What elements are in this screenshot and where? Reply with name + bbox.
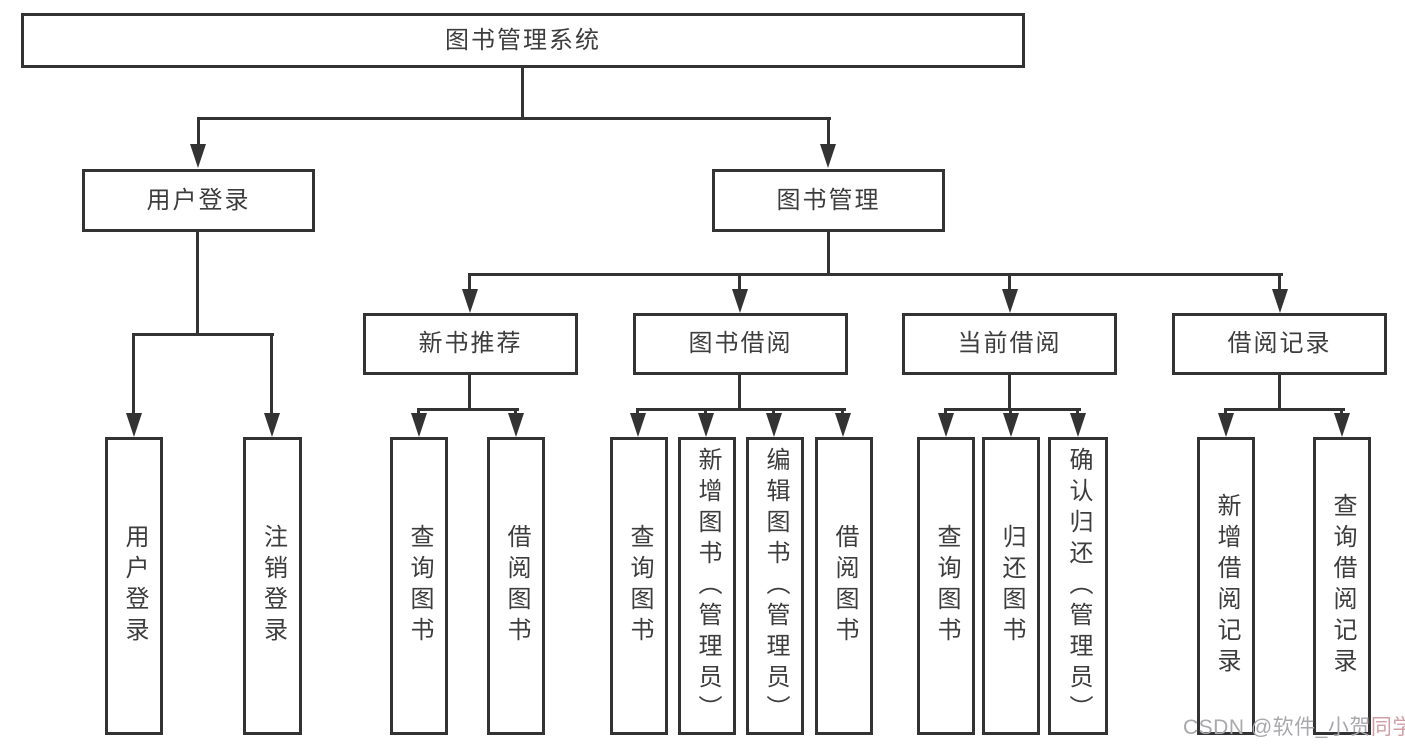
node-label: 注销登录 <box>259 524 287 648</box>
connector-line <box>704 408 707 417</box>
arrow-down-icon <box>126 413 142 437</box>
connector-line <box>1008 375 1011 411</box>
connector-line <box>468 273 1283 276</box>
node-add-borrow-record: 新增借阅记录 <box>1197 437 1255 735</box>
node-label: 编辑图书（管理员） <box>762 446 789 726</box>
connector-line <box>636 408 639 417</box>
arrow-down-icon <box>766 413 782 437</box>
node-borrow-books: 借阅图书 <box>815 437 873 735</box>
connector-line <box>1340 408 1343 417</box>
node-query-borrow-record: 查询借阅记录 <box>1313 437 1371 735</box>
node-return-books: 归还图书 <box>982 437 1040 735</box>
node-query-books-current: 查询图书 <box>917 437 975 735</box>
arrow-down-icon <box>1002 289 1018 313</box>
arrow-down-icon <box>820 144 836 168</box>
connector-line <box>1224 408 1345 411</box>
arrow-down-icon <box>630 413 646 437</box>
connector-line <box>1076 408 1079 417</box>
connector-line <box>827 231 830 276</box>
connector-line <box>1278 273 1281 290</box>
node-label: 借阅记录 <box>1227 330 1332 357</box>
arrow-down-icon <box>698 413 714 437</box>
node-label: 新增图书（管理员） <box>694 446 721 726</box>
arrow-down-icon <box>462 289 478 313</box>
connector-line <box>196 231 199 335</box>
watermark: CSDN @软件_小贺同学 <box>1183 715 1405 740</box>
arrow-down-icon <box>1334 413 1350 437</box>
arrow-down-icon <box>1070 413 1086 437</box>
node-label: 当前借阅 <box>957 330 1062 357</box>
node-label: 新增借阅记录 <box>1213 493 1240 679</box>
connector-line <box>270 333 273 415</box>
node-add-books-admin: 新增图书（管理员） <box>678 437 736 735</box>
node-current-borrow: 当前借阅 <box>902 313 1117 375</box>
connector-line <box>521 68 524 120</box>
connector-line <box>197 117 200 146</box>
node-book-borrow: 图书借阅 <box>633 313 848 375</box>
node-borrow-books-recommend: 借阅图书 <box>487 437 545 735</box>
node-label: 新书推荐 <box>418 330 523 357</box>
connector-line <box>468 375 471 411</box>
connector-line <box>1224 408 1227 417</box>
connector-line <box>132 333 274 336</box>
node-label: 查询图书 <box>626 524 653 648</box>
node-library-system: 图书管理系统 <box>21 13 1025 68</box>
connector-line <box>841 408 844 417</box>
arrow-down-icon <box>264 413 280 437</box>
node-logout: 注销登录 <box>243 437 302 735</box>
node-label: 图书借阅 <box>688 330 793 357</box>
node-label: 借阅图书 <box>503 524 530 648</box>
arrow-down-icon <box>1272 289 1288 313</box>
node-label: 图书管理系统 <box>445 26 601 54</box>
arrow-down-icon <box>1218 413 1234 437</box>
node-book-management: 图书管理 <box>712 169 945 232</box>
node-label: 用户登录 <box>146 186 251 214</box>
arrow-down-icon <box>190 144 206 168</box>
node-user-login-leaf: 用户登录 <box>105 437 163 735</box>
connector-line <box>827 117 830 146</box>
node-label: 查询借阅记录 <box>1329 493 1356 679</box>
arrow-down-icon <box>508 413 524 437</box>
connector-line <box>1278 375 1281 411</box>
node-borrow-records: 借阅记录 <box>1172 313 1387 375</box>
node-label: 归还图书 <box>998 524 1025 648</box>
node-label: 图书管理 <box>776 186 881 214</box>
connector-line <box>417 408 420 417</box>
connector-line <box>944 408 1081 411</box>
node-user-login: 用户登录 <box>82 169 315 232</box>
arrow-down-icon <box>732 289 748 313</box>
node-label: 借阅图书 <box>831 524 858 648</box>
node-label: 确认归还（管理员） <box>1065 446 1092 726</box>
node-label: 用户登录 <box>121 524 148 648</box>
connector-line <box>1009 408 1012 417</box>
connector-line <box>636 408 846 411</box>
arrow-down-icon <box>835 413 851 437</box>
connector-line <box>738 375 741 411</box>
node-label: 查询图书 <box>406 524 433 648</box>
connector-line <box>132 333 135 415</box>
connector-line <box>1008 273 1011 290</box>
connector-line <box>944 408 947 417</box>
node-edit-books-admin: 编辑图书（管理员） <box>746 437 804 735</box>
connector-line <box>417 408 519 411</box>
node-label: 查询图书 <box>933 524 960 648</box>
connector-line <box>514 408 517 417</box>
connector-line <box>197 117 831 120</box>
watermark-text: CSDN @软件_小贺 <box>1183 716 1371 739</box>
node-query-books-recommend: 查询图书 <box>390 437 448 735</box>
connector-line <box>772 408 775 417</box>
arrow-down-icon <box>1003 413 1019 437</box>
connector-line <box>468 273 471 290</box>
node-new-book-recommend: 新书推荐 <box>363 313 578 375</box>
arrow-down-icon <box>411 413 427 437</box>
connector-line <box>738 273 741 290</box>
arrow-down-icon <box>938 413 954 437</box>
node-confirm-return-admin: 确认归还（管理员） <box>1048 437 1108 735</box>
node-query-books-borrow: 查询图书 <box>610 437 668 735</box>
watermark-text: 同学 <box>1370 716 1405 739</box>
